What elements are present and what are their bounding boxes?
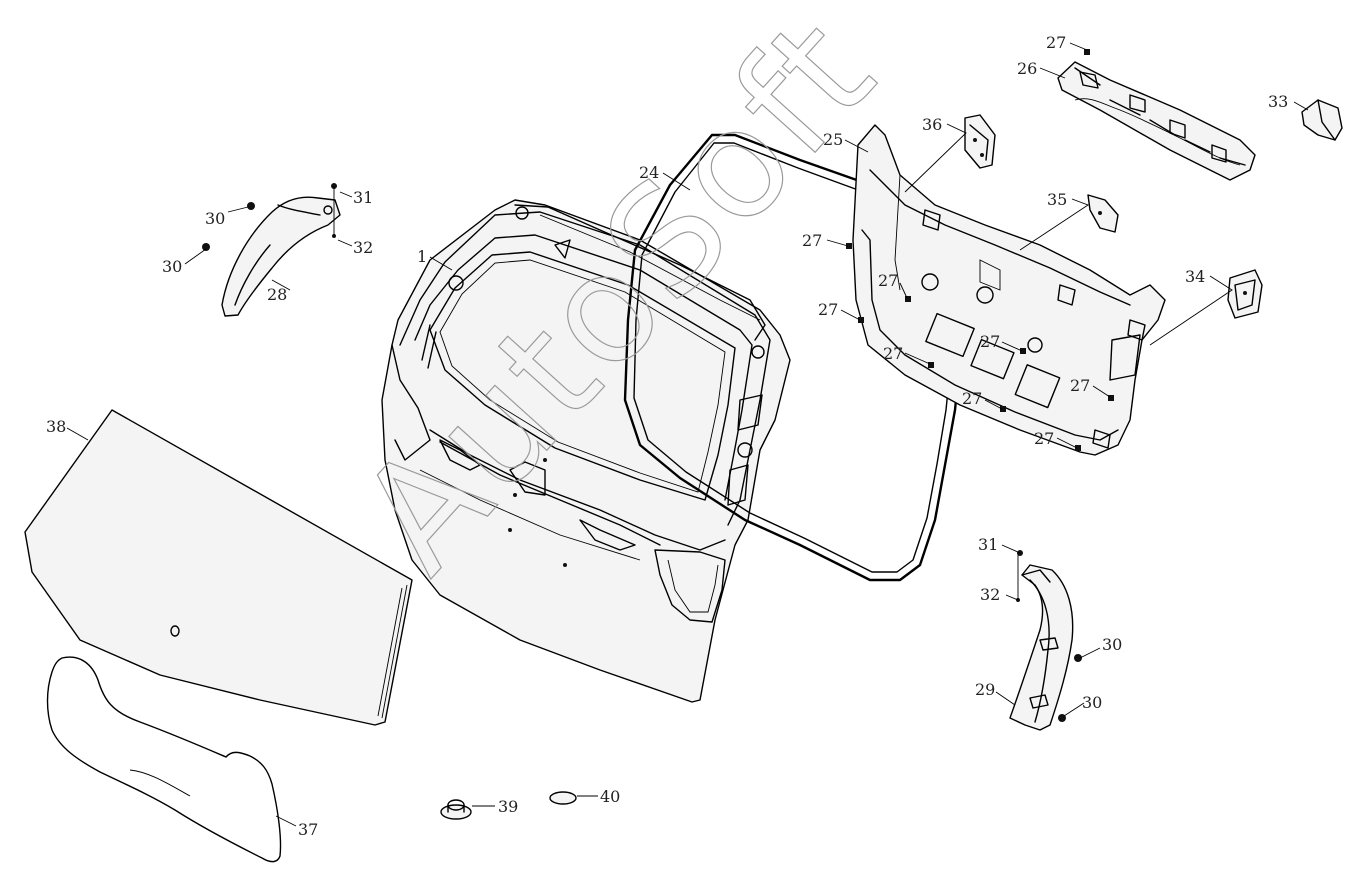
callout-27: 27 <box>802 231 822 250</box>
callout-38: 38 <box>46 417 66 436</box>
callout-32: 32 <box>353 238 373 257</box>
part-37-glass-gasket[interactable] <box>46 656 282 863</box>
callout-30: 30 <box>1102 635 1122 654</box>
callout-40: 40 <box>600 787 620 806</box>
callout-27: 27 <box>818 300 838 319</box>
callout-39: 39 <box>498 797 518 816</box>
part-40-plug[interactable] <box>549 791 577 805</box>
callout-29: 29 <box>975 680 995 699</box>
callout-27: 27 <box>962 389 982 408</box>
fasteners <box>202 49 1114 722</box>
part-24-weatherstrip[interactable] <box>623 133 972 582</box>
part-33-cover[interactable] <box>1301 99 1343 141</box>
callout-28: 28 <box>267 285 287 304</box>
callout-34: 34 <box>1185 267 1205 286</box>
callout-1: 1 <box>417 247 427 266</box>
part-25-inner-trim-panel[interactable] <box>852 124 1166 456</box>
callout-27: 27 <box>878 271 898 290</box>
callout-32: 32 <box>980 585 1000 604</box>
callout-labels: 1 24 25 26 27 33 36 35 34 27 27 27 27 27… <box>46 33 1288 839</box>
part-26-upper-trim-strip[interactable] <box>1057 61 1256 181</box>
part-39-grommet[interactable] <box>440 799 472 820</box>
callout-30: 30 <box>205 209 225 228</box>
part-1-tailgate-shell[interactable] <box>381 199 791 703</box>
part-29-right-pillar-trim[interactable] <box>1009 564 1074 731</box>
part-36-plate[interactable] <box>964 114 996 169</box>
part-38-rear-glass[interactable] <box>24 409 413 726</box>
leader-lines <box>66 42 1309 827</box>
callout-35: 35 <box>1047 190 1067 209</box>
callout-25: 25 <box>823 130 843 149</box>
part-34-plate[interactable] <box>1227 269 1263 319</box>
callout-31: 31 <box>353 188 373 207</box>
callout-27: 27 <box>883 344 903 363</box>
part-35-plate[interactable] <box>1087 194 1119 233</box>
callout-27: 27 <box>980 332 1000 351</box>
callout-30: 30 <box>1082 693 1102 712</box>
callout-37: 37 <box>298 820 318 839</box>
part-28-left-pillar-trim[interactable] <box>221 196 341 317</box>
callout-30: 30 <box>162 257 182 276</box>
callout-26: 26 <box>1017 59 1037 78</box>
callout-33: 33 <box>1268 92 1288 111</box>
callout-31: 31 <box>978 535 998 554</box>
callout-36: 36 <box>922 115 942 134</box>
callout-24: 24 <box>639 163 659 182</box>
callout-27: 27 <box>1046 33 1066 52</box>
callout-27: 27 <box>1034 429 1054 448</box>
callout-27: 27 <box>1070 376 1090 395</box>
